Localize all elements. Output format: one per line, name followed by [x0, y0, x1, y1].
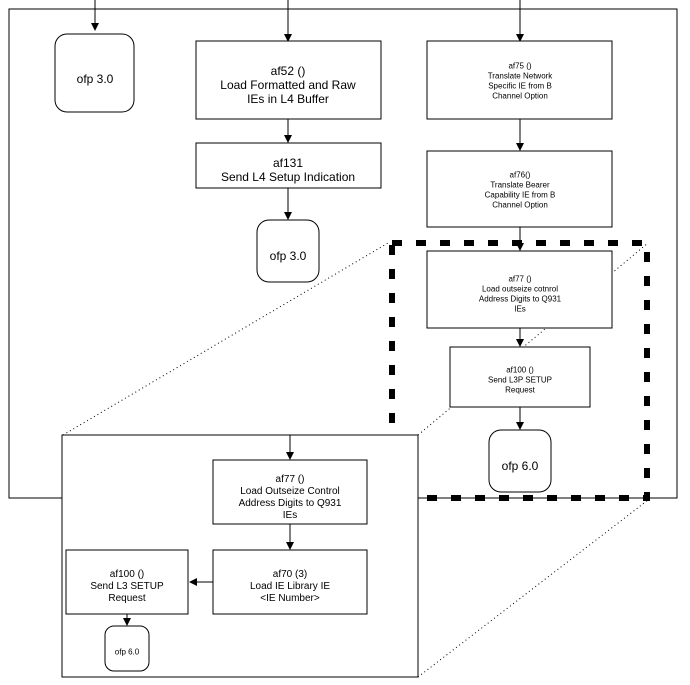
node-text-line: Send L3 SETUP	[90, 581, 164, 592]
node-text-line: af52 ()	[271, 64, 306, 78]
node-text-line: Request	[108, 593, 145, 604]
node-text-line: Send L4 Setup Indication	[221, 170, 355, 184]
node-text-line: ofp 3.0	[77, 72, 114, 86]
node-text-line: af77 ()	[508, 275, 531, 284]
node-text-line: af77 ()	[276, 474, 305, 485]
af70-zoom-label: af70 (3)Load IE Library IE<IE Number>	[250, 569, 330, 604]
node-text-line: Translate Network	[488, 72, 554, 81]
node-text-line: af131	[273, 156, 303, 170]
node-text-line: Channel Option	[492, 92, 548, 101]
af52-node	[195, 40, 382, 120]
node-text-line: IEs	[514, 305, 526, 314]
node-text-line: Specific IE from B	[488, 82, 552, 91]
af100-zoom-node	[65, 549, 189, 615]
node-text-line: ofp 3.0	[270, 249, 307, 263]
node-text-line: Load Outseize Control	[240, 486, 340, 497]
node-text-line: ofp 6.0	[502, 459, 539, 473]
node-text-line: Address Digits to Q931	[239, 498, 342, 509]
node-text-line: af70 (3)	[273, 569, 307, 580]
zoom-guide-line-bottom	[417, 499, 649, 678]
node-text-line: Load IE Library IE	[250, 581, 330, 592]
af77-zoom-node	[212, 459, 368, 525]
node-text-line: Capability IE from B	[485, 191, 556, 200]
node-text-line: Load Formatted and Raw	[220, 78, 356, 92]
node-text-line: Request	[505, 386, 536, 395]
ofp-6-0-right-node	[488, 429, 552, 493]
node-text-line: Channel Option	[492, 201, 548, 210]
af70-zoom-node	[212, 549, 368, 615]
ofp-3-0-top-left-node	[54, 33, 135, 113]
ofp-6-0-zoom-node	[104, 625, 150, 672]
ofp-6-0-zoom-label: ofp 6.0	[115, 648, 140, 657]
af77-small-node	[426, 250, 613, 329]
node-text-line: Send L3P SETUP	[488, 376, 552, 385]
ofp-3-0-top-left-label: ofp 3.0	[77, 72, 114, 86]
ofp-3-0-mid-label: ofp 3.0	[270, 249, 307, 263]
node-text-line: ofp 6.0	[115, 648, 140, 657]
af100-small-node	[449, 346, 591, 408]
node-text-line: IEs in L4 Buffer	[247, 92, 329, 106]
node-text-line: Load outseize cotnrol	[482, 285, 558, 294]
node-text-line: af75 ()	[508, 62, 531, 71]
ofp-3-0-mid-node	[256, 219, 320, 283]
af75-node	[426, 40, 613, 120]
node-text-line: Translate Bearer	[490, 181, 550, 190]
node-text-line: af76()	[510, 171, 531, 180]
node-text-line: IEs	[283, 510, 297, 521]
node-text-line: af100 ()	[110, 569, 144, 580]
node-text-line: <IE Number>	[260, 593, 320, 604]
node-text-line: Address Digits to Q931	[479, 295, 562, 304]
af76-node	[426, 150, 613, 228]
node-text-line: af100 ()	[506, 366, 534, 375]
zoom-guide-line-top-left	[62, 242, 389, 436]
ofp-6-0-right-label: ofp 6.0	[502, 459, 539, 473]
af131-node	[195, 142, 382, 189]
